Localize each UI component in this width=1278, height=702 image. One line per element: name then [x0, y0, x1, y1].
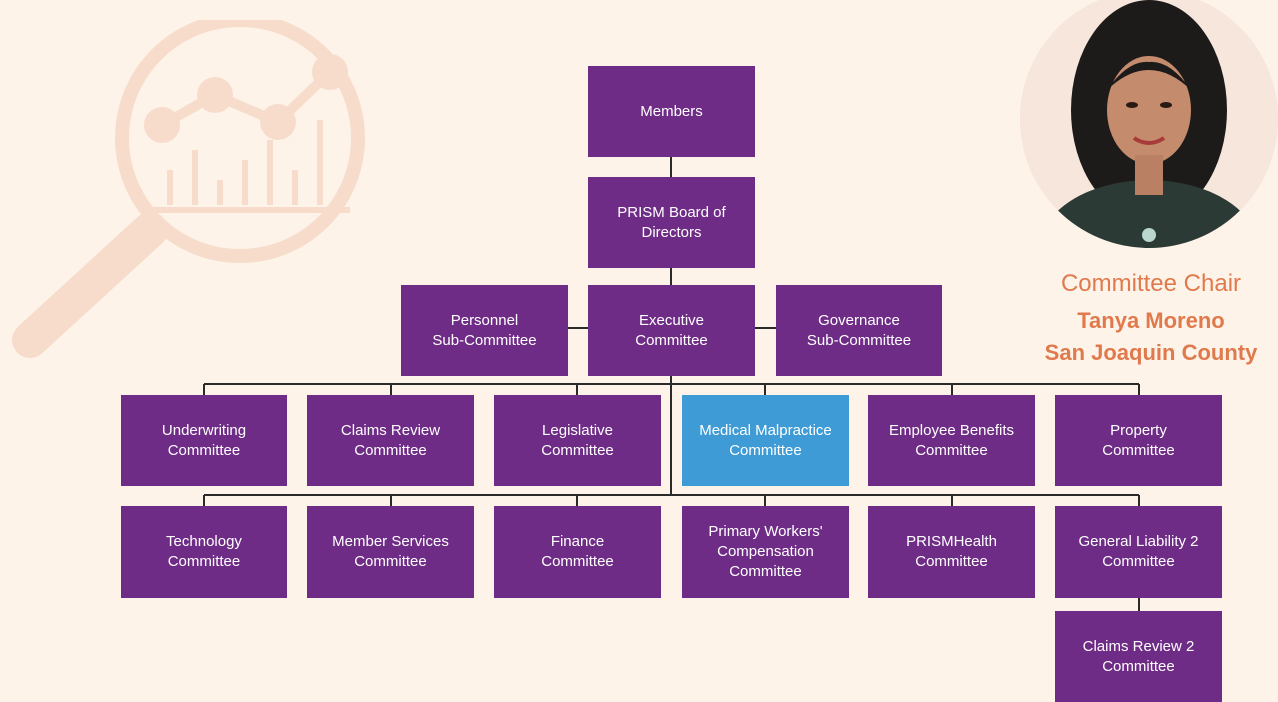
committee-label: Technology Committee	[166, 533, 242, 570]
committee-label: Member Services Committee	[332, 533, 449, 570]
committee-node: Underwriting Committee	[121, 395, 287, 486]
chair-name: Tanya Moreno	[1077, 308, 1225, 333]
governance-node: Governance Sub-Committee	[776, 285, 942, 376]
committee-node: Claims Review 2 Committee	[1055, 611, 1222, 702]
committee-label: Finance Committee	[541, 533, 614, 570]
committee-label: Property Committee	[1102, 421, 1175, 459]
governance-label: Governance Sub-Committee	[806, 311, 912, 349]
chair-title: Committee Chair	[1060, 270, 1242, 297]
members-node: Members	[588, 66, 755, 157]
chair-org: San Joaquin County	[1044, 340, 1258, 365]
chair-photo	[1020, 0, 1278, 270]
highlighted-committee-node: Medical Malpractice Committee	[682, 395, 849, 486]
committee-label: Primary Workers' Compensation Committee	[708, 523, 823, 580]
committee-label: Medical Malpractice Committee	[699, 421, 832, 459]
committee-label: Legislative Committee	[541, 421, 614, 459]
board-node: PRISM Board of Directors	[588, 177, 755, 268]
committee-label: Claims Review 2 Committee	[1082, 637, 1195, 675]
board-label: PRISM Board of Directors	[617, 203, 726, 241]
committee-node: PRISMHealth Committee	[868, 506, 1035, 598]
committee-label: Employee Benefits Committee	[888, 421, 1015, 459]
committee-node: Primary Workers' Compensation Committee	[682, 506, 849, 598]
committee-label: Claims Review Committee	[340, 421, 441, 459]
committee-node: Finance Committee	[494, 506, 661, 598]
committee-node: Technology Committee	[121, 506, 287, 598]
executive-label: Executive Committee	[635, 311, 708, 349]
committee-node: Member Services Committee	[307, 506, 474, 598]
committee-label: General Liability 2 Committee	[1078, 533, 1199, 570]
chair-portrait	[1020, 0, 1278, 248]
committee-node: Employee Benefits Committee	[868, 395, 1035, 486]
executive-node: Executive Committee	[588, 285, 755, 376]
magnifier-chart-icon	[12, 20, 365, 358]
committee-node: Property Committee	[1055, 395, 1222, 486]
committee-node: General Liability 2 Committee	[1055, 506, 1222, 598]
committee-node: Legislative Committee	[494, 395, 661, 486]
personnel-node: Personnel Sub-Committee	[401, 285, 568, 376]
committee-label: PRISMHealth Committee	[906, 533, 997, 570]
members-label: Members	[640, 102, 703, 120]
committee-node: Claims Review Committee	[307, 395, 474, 486]
personnel-label: Personnel Sub-Committee	[432, 311, 537, 349]
committee-label: Underwriting Committee	[161, 421, 247, 459]
